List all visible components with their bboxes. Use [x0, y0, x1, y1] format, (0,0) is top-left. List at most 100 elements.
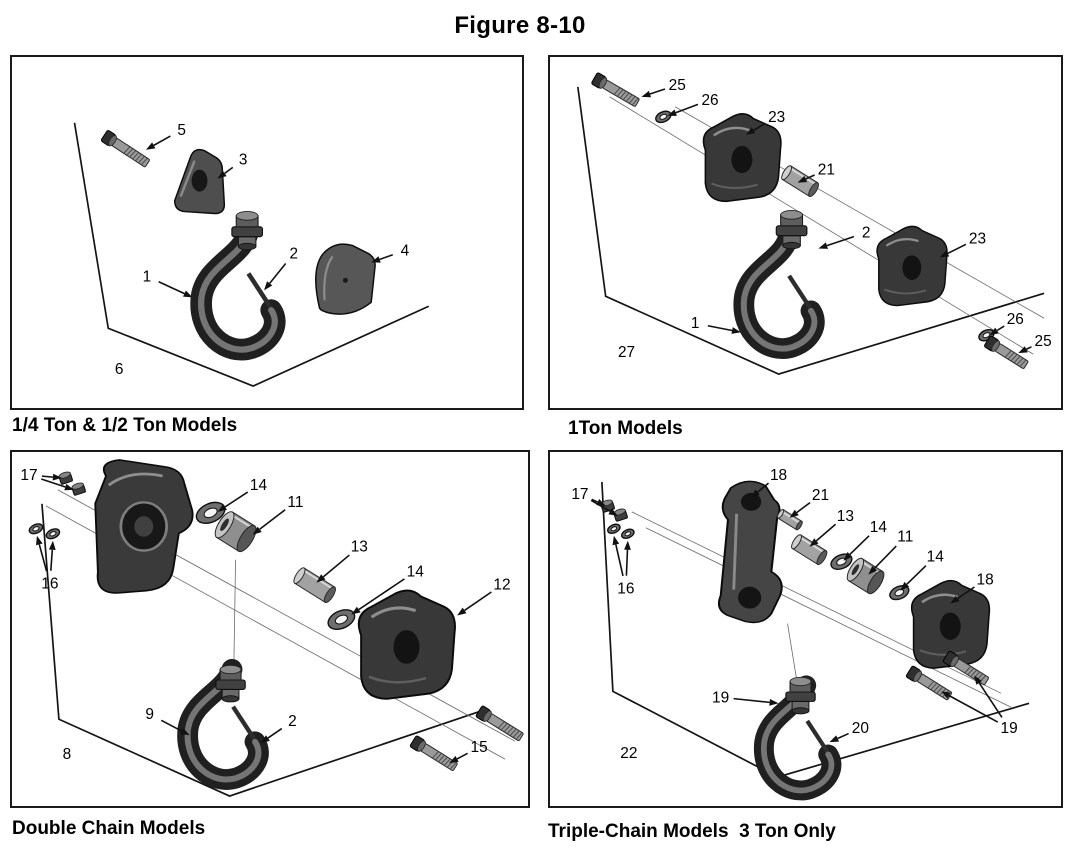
- part-hook: [753, 675, 842, 801]
- callout-20: 20: [829, 720, 869, 743]
- callout-arrow-line: [464, 591, 492, 612]
- callout-19: 19: [941, 675, 1018, 737]
- part-lock-washer-top: [655, 110, 672, 124]
- part-retainer-pin: [776, 508, 803, 531]
- callout-arrowhead: [641, 90, 652, 98]
- part-side-plate-left: [94, 459, 194, 594]
- callout-1: 1: [691, 315, 741, 334]
- callout-arrowhead: [52, 473, 62, 481]
- callout-arrowhead: [624, 540, 631, 550]
- part-suspension-housing-rear: [876, 225, 948, 307]
- callout-arrow-line: [358, 578, 405, 611]
- callout-number: 25: [1035, 333, 1052, 350]
- callout-arrowhead: [260, 735, 270, 744]
- callout-arrow-line: [590, 499, 611, 513]
- callout-number: 21: [818, 162, 835, 179]
- callout-arrow-line: [38, 544, 48, 572]
- callout-number: 2: [290, 245, 299, 262]
- callout-number: 14: [927, 549, 945, 566]
- callout-number: 12: [493, 577, 510, 594]
- callout-2: 2: [260, 713, 297, 744]
- callout-arrowhead: [36, 535, 43, 546]
- callout-16: 16: [612, 535, 634, 598]
- callout-arrow-line: [158, 281, 185, 295]
- callout-arrow-line: [837, 732, 849, 740]
- part-bearing-roller: [846, 557, 885, 595]
- callout-arrow-line: [796, 501, 811, 514]
- callout-arrowhead: [941, 691, 951, 699]
- callout-number: 25: [669, 77, 686, 94]
- part-chain-pin: [791, 534, 828, 566]
- callout-18: 18: [950, 572, 994, 604]
- callout-15: 15: [449, 739, 488, 764]
- callout-arrowhead: [745, 127, 756, 135]
- callout-arrow-line: [50, 549, 54, 571]
- callout-arrowhead: [145, 142, 156, 150]
- callout-number: 13: [837, 508, 854, 525]
- callout-17: 17: [571, 486, 618, 516]
- callout-number: 8: [63, 746, 72, 763]
- callout-number: 2: [288, 713, 297, 730]
- callout-arrowhead: [612, 535, 620, 546]
- callout-26: 26: [667, 92, 719, 116]
- callout-arrowhead: [180, 728, 190, 736]
- part-hook-bolt-a: [409, 735, 458, 771]
- part-lock-washer-b: [45, 528, 61, 540]
- callout-arrow-line: [224, 491, 249, 508]
- callout-18: 18: [750, 467, 787, 498]
- part-hex-nut-b: [71, 482, 86, 496]
- callout-arrowhead: [750, 489, 760, 498]
- callout-arrowhead: [829, 735, 840, 743]
- callout-arrowhead: [843, 552, 853, 561]
- callout-13: 13: [809, 508, 854, 547]
- callout-arrow-line: [753, 122, 766, 131]
- callout-arrowhead: [316, 574, 326, 583]
- part-hook: [190, 223, 286, 361]
- part-thrust-washer-a: [195, 501, 226, 524]
- callout-arrow-line: [874, 545, 897, 569]
- callout-arrowhead: [48, 540, 56, 550]
- callout-arrowhead: [868, 565, 878, 575]
- part-lock-washer-a: [28, 523, 44, 535]
- callout-5: 5: [145, 122, 186, 150]
- callout-arrow-line: [947, 243, 967, 255]
- callout-number: 17: [571, 486, 588, 503]
- callout-arrowhead: [183, 290, 193, 298]
- callout-4: 4: [371, 242, 410, 263]
- callout-arrow-line: [906, 565, 927, 585]
- callout-number: 1: [691, 315, 700, 332]
- callout-21: 21: [789, 487, 829, 518]
- part-chain-pin: [293, 567, 336, 603]
- part-hook-swivel: [785, 676, 816, 715]
- callout-arrow-line: [615, 544, 624, 577]
- callout-arrow-line: [849, 535, 870, 556]
- callout-number: 11: [287, 494, 303, 511]
- callout-16: 16: [36, 535, 59, 593]
- callout-arrow-line: [707, 324, 733, 332]
- callout-number: 26: [1007, 311, 1024, 328]
- callout-6: 6: [115, 361, 124, 378]
- part-thrust-washer-b: [889, 584, 910, 601]
- callout-11: 11: [868, 529, 913, 575]
- callout-number: 15: [470, 739, 487, 756]
- callout-number: 13: [351, 539, 368, 556]
- callout-arrowhead: [900, 581, 910, 591]
- callout-arrowhead: [950, 595, 960, 604]
- part-hook-bolt-b: [942, 650, 989, 686]
- callout-number: 6: [115, 361, 124, 378]
- callout-number: 23: [768, 109, 785, 126]
- callout-2: 2: [818, 224, 871, 249]
- callout-number: 2: [862, 224, 871, 241]
- callout-number: 14: [407, 564, 425, 581]
- callout-arrow-line: [153, 135, 171, 147]
- callout-12: 12: [457, 577, 511, 616]
- callout-number: 18: [770, 467, 787, 484]
- callout-number: 14: [870, 519, 888, 536]
- callout-arrow-line: [948, 694, 999, 723]
